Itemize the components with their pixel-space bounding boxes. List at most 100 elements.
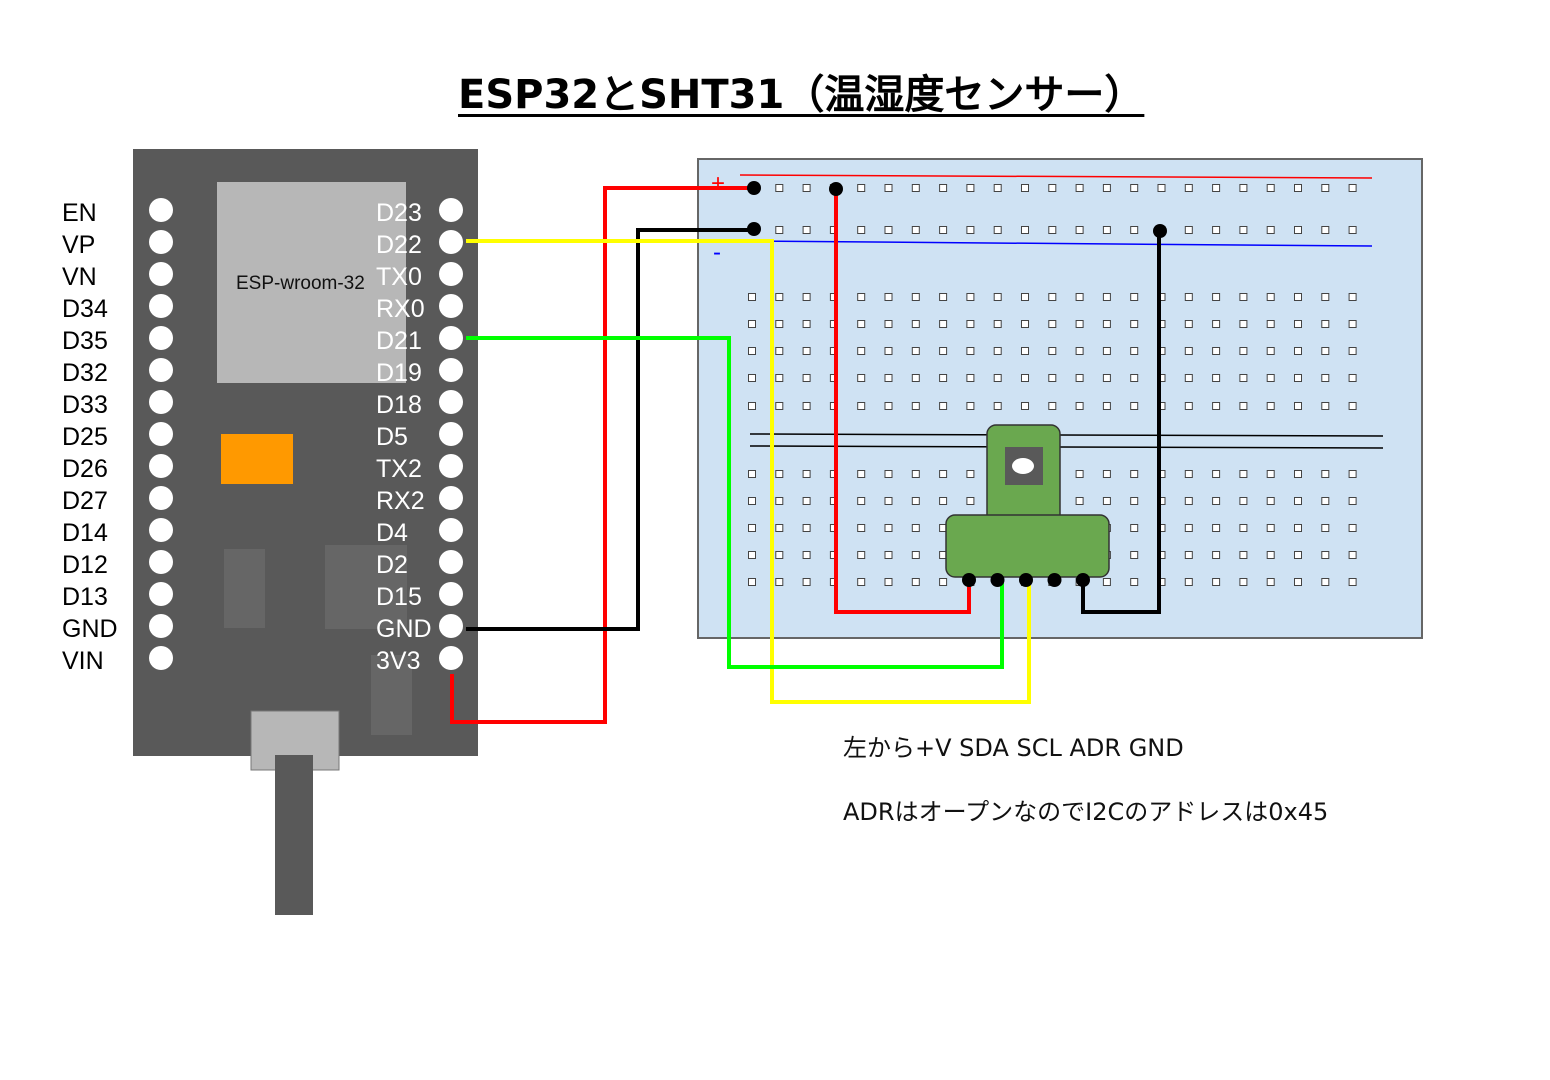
breadboard-hole [1075, 293, 1084, 301]
breadboard-hole [802, 184, 811, 192]
usb-cable [275, 755, 313, 915]
breadboard-hole [802, 497, 811, 505]
breadboard-hole [1321, 578, 1330, 586]
breadboard-hole [857, 497, 866, 505]
breadboard-hole [911, 578, 920, 586]
breadboard-hole [993, 293, 1002, 301]
pin-label-right-d5: D5 [376, 423, 408, 451]
breadboard-hole [993, 402, 1002, 410]
breadboard-hole [1348, 226, 1357, 234]
sensor-pin-gnd [1076, 573, 1090, 587]
pin-hole-left-d34 [149, 294, 173, 318]
breadboard-hole [1130, 320, 1139, 328]
breadboard-hole [748, 497, 756, 505]
breadboard-hole [857, 402, 866, 410]
breadboard-hole [1075, 184, 1084, 192]
breadboard-hole [1212, 347, 1221, 355]
pin-label-left-d25: D25 [62, 423, 108, 451]
breadboard-hole [1130, 470, 1139, 478]
breadboard-hole [911, 374, 920, 382]
breadboard-hole [1021, 320, 1029, 328]
center-divider-top [749, 433, 1384, 437]
breadboard-hole [884, 320, 893, 328]
breadboard-hole [1321, 551, 1330, 559]
breadboard-hole [993, 374, 1002, 382]
pin-hole-left-d35 [149, 326, 173, 350]
pin-hole-right-d19 [439, 358, 463, 382]
pin-label-right-tx2: TX2 [376, 455, 422, 483]
breadboard-hole [911, 470, 920, 478]
pin-label-right-d21: D21 [376, 327, 422, 355]
breadboard-hole [802, 320, 811, 328]
pin-hole-right-tx2 [439, 454, 463, 478]
pin-hole-left-d26 [149, 454, 173, 478]
breadboard-hole [1212, 226, 1221, 234]
breadboard-hole [1321, 226, 1330, 234]
breadboard-hole [1212, 551, 1221, 559]
breadboard-hole [939, 470, 948, 478]
breadboard-hole [1294, 402, 1302, 410]
breadboard-hole [939, 226, 948, 234]
pin-hole-left-vn [149, 262, 173, 286]
breadboard-hole [1130, 524, 1139, 532]
breadboard-hole [802, 226, 811, 234]
breadboard-hole [1102, 293, 1111, 301]
breadboard-hole [1130, 578, 1139, 586]
breadboard-hole [857, 226, 866, 234]
wires [450, 186, 1161, 724]
pin-hole-left-d33 [149, 390, 173, 414]
breadboard-hole [1075, 470, 1084, 478]
pin-hole-right-d21 [439, 326, 463, 350]
pin-hole-left-d25 [149, 422, 173, 446]
module-label: ESP-wroom-32 [236, 273, 365, 294]
breadboard-hole [1212, 320, 1221, 328]
sensor-pin-scl [1019, 573, 1033, 587]
breadboard-hole [884, 578, 893, 586]
pin-hole-right-d2 [439, 550, 463, 574]
breadboard-hole [1130, 184, 1139, 192]
breadboard-hole [1130, 497, 1139, 505]
breadboard-hole [911, 226, 920, 234]
breadboard-hole [1130, 374, 1139, 382]
breadboard-hole [1239, 293, 1248, 301]
breadboard-hole [1184, 293, 1193, 301]
breadboard-hole [1294, 524, 1302, 532]
breadboard-hole [802, 374, 811, 382]
rail-connection-dot [829, 182, 843, 196]
breadboard-hole [1212, 293, 1221, 301]
pin-label-left-d14: D14 [62, 519, 108, 547]
breadboard-hole [1239, 347, 1248, 355]
breadboard-hole [993, 184, 1002, 192]
pin-label-left-d12: D12 [62, 551, 108, 579]
breadboard-hole [1321, 524, 1330, 532]
breadboard-hole [1130, 347, 1139, 355]
pin-hole-right-rx2 [439, 486, 463, 510]
breadboard-hole [1266, 374, 1275, 382]
pin-label-left-d35: D35 [62, 327, 108, 355]
breadboard-hole [1266, 320, 1275, 328]
breadboard-hole [884, 293, 893, 301]
breadboard-hole [1184, 497, 1193, 505]
breadboard-hole [1075, 402, 1084, 410]
breadboard-hole [1239, 226, 1248, 234]
pin-hole-right-d5 [439, 422, 463, 446]
breadboard-hole [1212, 374, 1221, 382]
breadboard-hole [802, 551, 811, 559]
chip-left [224, 549, 265, 628]
pin-label-right-3v3: 3V3 [376, 647, 420, 675]
breadboard-hole [1048, 293, 1057, 301]
breadboard-hole [1239, 374, 1248, 382]
breadboard-hole [939, 402, 948, 410]
breadboard-hole [802, 347, 811, 355]
breadboard-hole [911, 497, 920, 505]
breadboard-hole [775, 320, 784, 328]
breadboard-hole [939, 347, 948, 355]
breadboard-hole [1184, 320, 1193, 328]
pin-hole-left-vp [149, 230, 173, 254]
breadboard-hole [1266, 226, 1275, 234]
pin-hole-left-d12 [149, 550, 173, 574]
breadboard-hole [1021, 374, 1029, 382]
esp32-board: ESP-wroom-32 ENVPVND34D35D32D33D25D26D27… [62, 149, 478, 915]
breadboard-hole [966, 347, 975, 355]
breadboard-hole [857, 470, 866, 478]
